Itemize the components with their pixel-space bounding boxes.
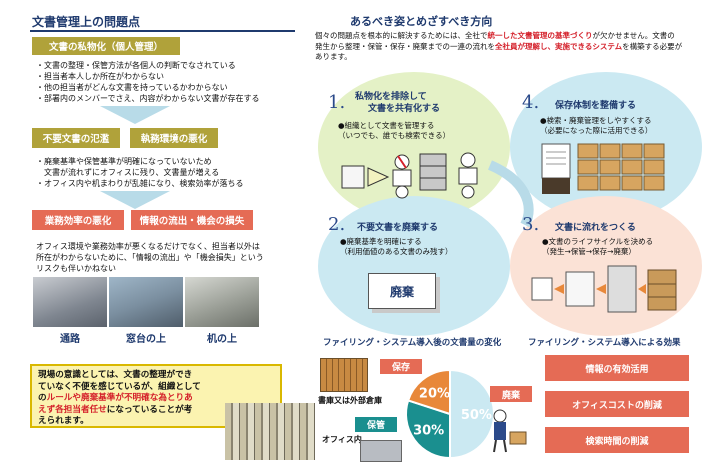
- subtitle-effects: ファイリング・システム導入による効果: [528, 338, 681, 348]
- flow-arrow: [487, 160, 534, 228]
- caption-desk: 机の上: [207, 334, 237, 345]
- arrow-down-2: [100, 191, 170, 209]
- left-title-underline: [30, 30, 295, 32]
- right-title: あるべき姿とめざすべき方向: [350, 15, 493, 28]
- circle-3-lifecycle-diagram: [530, 262, 680, 318]
- circle-1-title-2: 文書を共有化する: [368, 104, 441, 114]
- circle-3-text: ●文書のライフサイクルを決める （発生→保管→保存→廃棄）: [542, 237, 654, 256]
- list-unneeded-docs: ・廃棄基準や保管基準が明確になっていないため 文書が流れずにオフィスに残り、文書…: [36, 157, 244, 188]
- box-efficiency: 業務効率の悪化: [32, 210, 124, 230]
- circle-1-illustration: [340, 148, 490, 206]
- effect-office-cost: オフィスコストの削減: [545, 391, 689, 417]
- circle-2-disposal-label: 廃棄: [389, 284, 414, 299]
- effect-search-time: 検索時間の削減: [545, 427, 689, 453]
- caption-aisle: 通路: [60, 334, 80, 345]
- circle-1-title-1: 私物化を排除して: [355, 92, 427, 102]
- photo-archive: [225, 403, 315, 460]
- box-info-leak: 情報の流出・機会の損失: [131, 210, 253, 230]
- circle-4-text: ●検索・廃棄管理をしやすくする （必要になった際に活用できる）: [540, 116, 653, 135]
- pie-slice-keep: [405, 399, 451, 460]
- circle-3-title: 文書に流れをつくる: [555, 223, 636, 233]
- circle-2-bg: [318, 196, 510, 336]
- circle-3-bg: [510, 196, 702, 336]
- photo-desk: [185, 277, 259, 327]
- subtitle-volume-change: ファイリング・システム導入後の文書量の変化: [323, 338, 502, 348]
- note-box: 現場の意識としては、文書の整理ができ ていなく不便を感じているが、組織として の…: [30, 364, 282, 428]
- left-title: 文書管理上の問題点: [32, 15, 141, 29]
- caption-windowsill: 窓台の上: [126, 334, 166, 345]
- photo-windowsill: [109, 277, 183, 327]
- circle-2-disposal-box: 廃棄: [368, 273, 436, 309]
- pie-label-keep: 保管: [355, 417, 397, 432]
- pie-label-storage: 保存: [380, 359, 422, 374]
- circle-4-illustration: [540, 140, 680, 198]
- shelf-illustration: [320, 358, 368, 392]
- pie-slice-storage-label: 20%: [419, 387, 450, 402]
- circle-1-text: ●組織として文書を管理する （いつでも、誰でも検索できる）: [338, 121, 451, 140]
- pie-slice-keep-label: 30%: [413, 424, 444, 439]
- pie-label-dispose: 廃棄: [490, 386, 532, 402]
- pie-slice-storage: [406, 368, 451, 416]
- circle-4-title: 保存体制を整備する: [555, 101, 637, 111]
- circle-1-number: 1.: [328, 92, 346, 113]
- box-unneeded-docs: 不要文書の氾濫: [32, 128, 120, 148]
- box-work-env: 執務環境の悪化: [130, 128, 218, 148]
- box-privatization: 文書の私物化（個人管理）: [32, 37, 180, 55]
- circle-2-text: ●廃棄基準を明確にする （利用価値のある文書のみ残す）: [340, 237, 453, 256]
- pie-label-office: オフィス内: [322, 435, 362, 444]
- para-risk: オフィス環境や業務効率が悪くなるだけでなく、担当者以外は 所在がわからないために…: [36, 242, 264, 273]
- right-intro: 個々の問題点を根本的に解決するためには、全社で統一した文書管理の基準づくりが欠か…: [315, 31, 683, 61]
- arrow-down-1: [100, 106, 170, 124]
- person-icon: [493, 409, 527, 453]
- pie-chart: 50% 30% 20%: [405, 368, 495, 460]
- effect-info-use: 情報の有効活用: [545, 355, 689, 381]
- circle-2-number: 2.: [328, 214, 346, 235]
- list-privatization: ・文書の整理・保管方法が各個人の判断でなされている ・担当者本人しか所在がわから…: [36, 61, 260, 103]
- photo-aisle: [33, 277, 107, 327]
- pie-label-warehouse: 書庫又は外部倉庫: [318, 396, 382, 405]
- circle-3-number: 3.: [522, 214, 540, 235]
- circle-2-title: 不要文書を廃棄する: [357, 223, 439, 233]
- pie-slice-dispose-label: 50%: [461, 408, 492, 423]
- circle-4-number: 4.: [522, 92, 540, 113]
